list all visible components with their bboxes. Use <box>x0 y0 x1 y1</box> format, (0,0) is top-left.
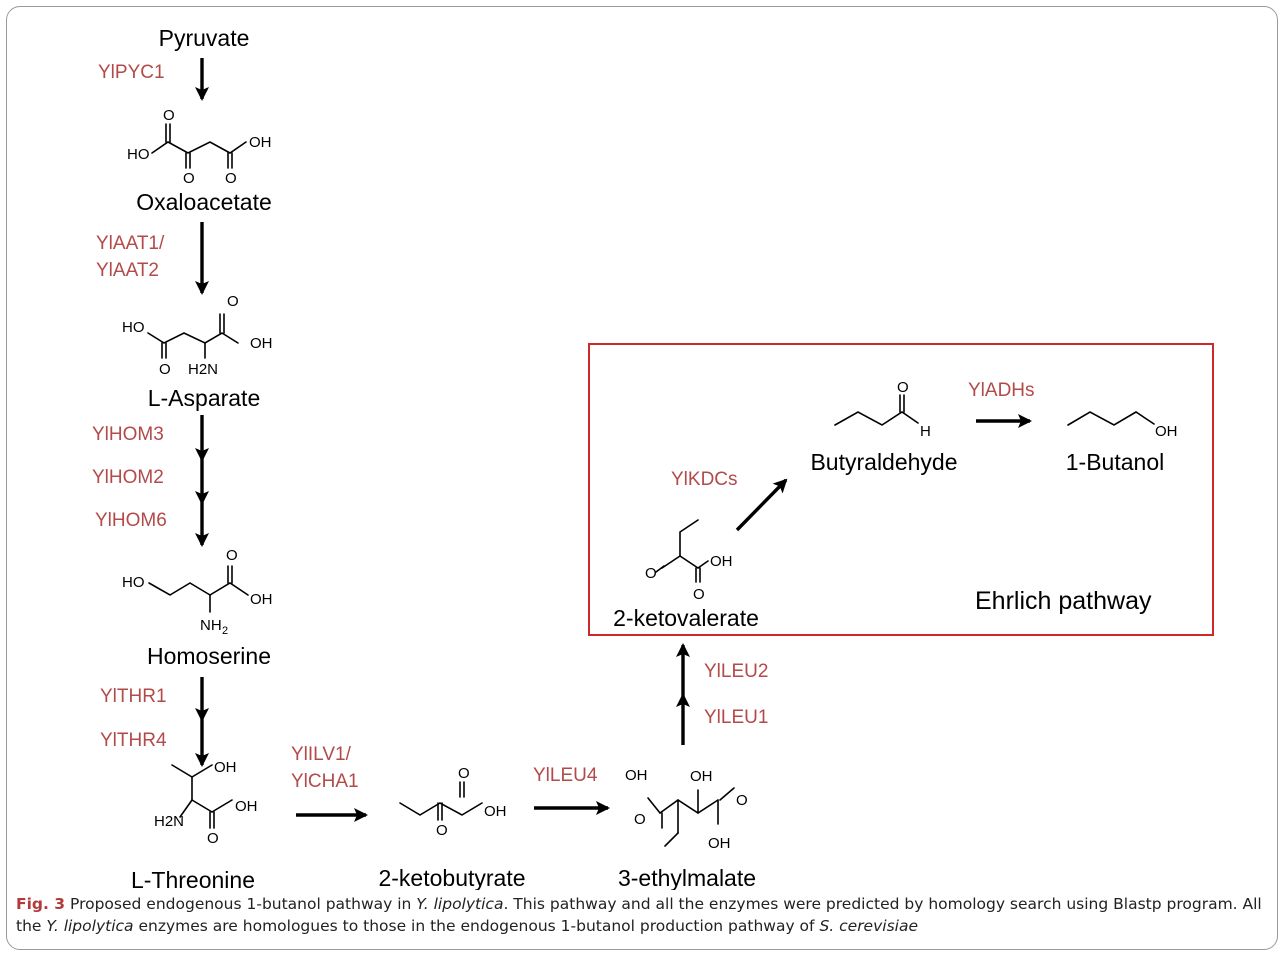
svg-text:O: O <box>226 547 238 564</box>
compound-2-ketovalerate: 2-ketovalerate <box>613 605 759 631</box>
compound-oxaloacetate: Oxaloacetate <box>136 189 272 215</box>
svg-text:OH: OH <box>708 835 731 852</box>
svg-text:O: O <box>736 792 748 809</box>
svg-text:O: O <box>207 830 219 847</box>
svg-text:HO: HO <box>122 574 145 591</box>
svg-text:O: O <box>897 379 909 396</box>
caption-text-2: . This pathway and all the enzymes were … <box>16 895 1262 935</box>
svg-text:O: O <box>183 170 195 187</box>
enzyme-ylleu4: YlLEU4 <box>533 765 598 786</box>
compound-3-ethylmalate: 3-ethylmalate <box>618 865 756 890</box>
structure-l-threonine: OH OH H2N O <box>154 759 258 847</box>
enzyme-ylhom3: YlHOM3 <box>92 424 164 445</box>
structure-l-asparate: HO O OH O H2N <box>122 293 273 378</box>
structure-butyraldehyde: O H <box>834 379 931 440</box>
compound-pyruvate: Pyruvate <box>159 25 250 51</box>
ehrlich-pathway-label: Ehrlich pathway <box>975 587 1152 615</box>
caption-fig-label: Fig. 3 <box>16 895 66 913</box>
svg-text:OH: OH <box>710 553 733 570</box>
svg-text:H2N: H2N <box>154 813 184 830</box>
svg-text:NH: NH <box>200 617 222 634</box>
svg-text:O: O <box>634 811 646 828</box>
enzyme-ylhom2: YlHOM2 <box>92 467 164 488</box>
structure-2-ketobutyrate: O O OH <box>399 765 507 839</box>
svg-text:OH: OH <box>214 759 237 776</box>
ehrlich-pathway-box <box>588 343 1214 636</box>
svg-text:O: O <box>227 293 239 310</box>
pathway-diagram: Ehrlich pathway Pyruvate Oxaloacetate L-… <box>92 25 1214 890</box>
enzyme-ylthr1: YlTHR1 <box>100 686 167 707</box>
svg-text:O: O <box>436 822 448 839</box>
compound-l-threonine: L-Threonine <box>131 867 255 890</box>
enzyme-ylkdcs: YlKDCs <box>671 469 738 490</box>
structure-homoserine: HO O OH NH 2 <box>122 547 273 637</box>
caption-text-3: enzymes are homologues to those in the e… <box>133 917 820 935</box>
compound-2-ketobutyrate: 2-ketobutyrate <box>378 865 525 890</box>
structure-3-ethylmalate: OH OH O O OH <box>625 767 748 852</box>
caption-text-1: Proposed endogenous 1-butanol pathway in <box>65 895 417 913</box>
structure-1-butanol: OH <box>1067 411 1178 440</box>
svg-text:O: O <box>225 170 237 187</box>
enzyme-ylthr4: YlTHR4 <box>100 730 167 751</box>
svg-text:O: O <box>458 765 470 782</box>
svg-text:OH: OH <box>690 768 713 785</box>
svg-text:H2N: H2N <box>188 361 218 378</box>
compound-l-asparate: L-Asparate <box>148 385 261 411</box>
svg-text:O: O <box>159 361 171 378</box>
enzyme-ylaat2: YlAAT2 <box>96 260 159 281</box>
svg-text:HO: HO <box>122 319 145 336</box>
svg-text:OH: OH <box>1155 423 1178 440</box>
enzyme-ylcha1: YlCHA1 <box>291 771 359 792</box>
figure-frame <box>6 6 1278 950</box>
compound-1-butanol: 1-Butanol <box>1066 449 1164 475</box>
enzyme-ylleu2: YlLEU2 <box>704 661 768 682</box>
caption-species-2: Y. lipolytica <box>46 917 134 935</box>
enzyme-ylleu1: YlLEU1 <box>704 707 768 728</box>
compound-homoserine: Homoserine <box>147 643 271 669</box>
enzyme-ylaat1: YlAAT1/ <box>96 233 165 254</box>
svg-text:H: H <box>920 423 931 440</box>
svg-text:OH: OH <box>484 803 507 820</box>
compound-butyraldehyde: Butyraldehyde <box>810 449 957 475</box>
arrow-ketovalerate-to-butyraldehyde <box>735 478 788 532</box>
svg-text:OH: OH <box>235 798 258 815</box>
caption-species-3: S. cerevisiae <box>819 917 918 935</box>
enzyme-ylhom6: YlHOM6 <box>95 510 167 531</box>
svg-text:2: 2 <box>222 625 228 637</box>
enzyme-yladhs: YlADHs <box>968 380 1035 401</box>
figure-caption: Fig. 3 Proposed endogenous 1-butanol pat… <box>16 893 1278 937</box>
svg-text:O: O <box>163 107 175 124</box>
caption-species-1: Y. lipolytica <box>416 895 504 913</box>
svg-text:OH: OH <box>250 335 273 352</box>
svg-text:OH: OH <box>249 134 272 151</box>
svg-text:OH: OH <box>625 767 648 784</box>
svg-text:HO: HO <box>127 146 150 163</box>
svg-text:O: O <box>645 565 657 582</box>
svg-text:O: O <box>693 586 705 603</box>
enzyme-ylpyc1: YlPYC1 <box>98 62 165 83</box>
structure-oxaloacetate: O HO O O OH <box>127 107 272 187</box>
enzyme-ylilv1: YlILV1/ <box>291 744 352 765</box>
svg-text:OH: OH <box>250 591 273 608</box>
structure-2-ketovalerate: O OH O <box>645 519 733 603</box>
